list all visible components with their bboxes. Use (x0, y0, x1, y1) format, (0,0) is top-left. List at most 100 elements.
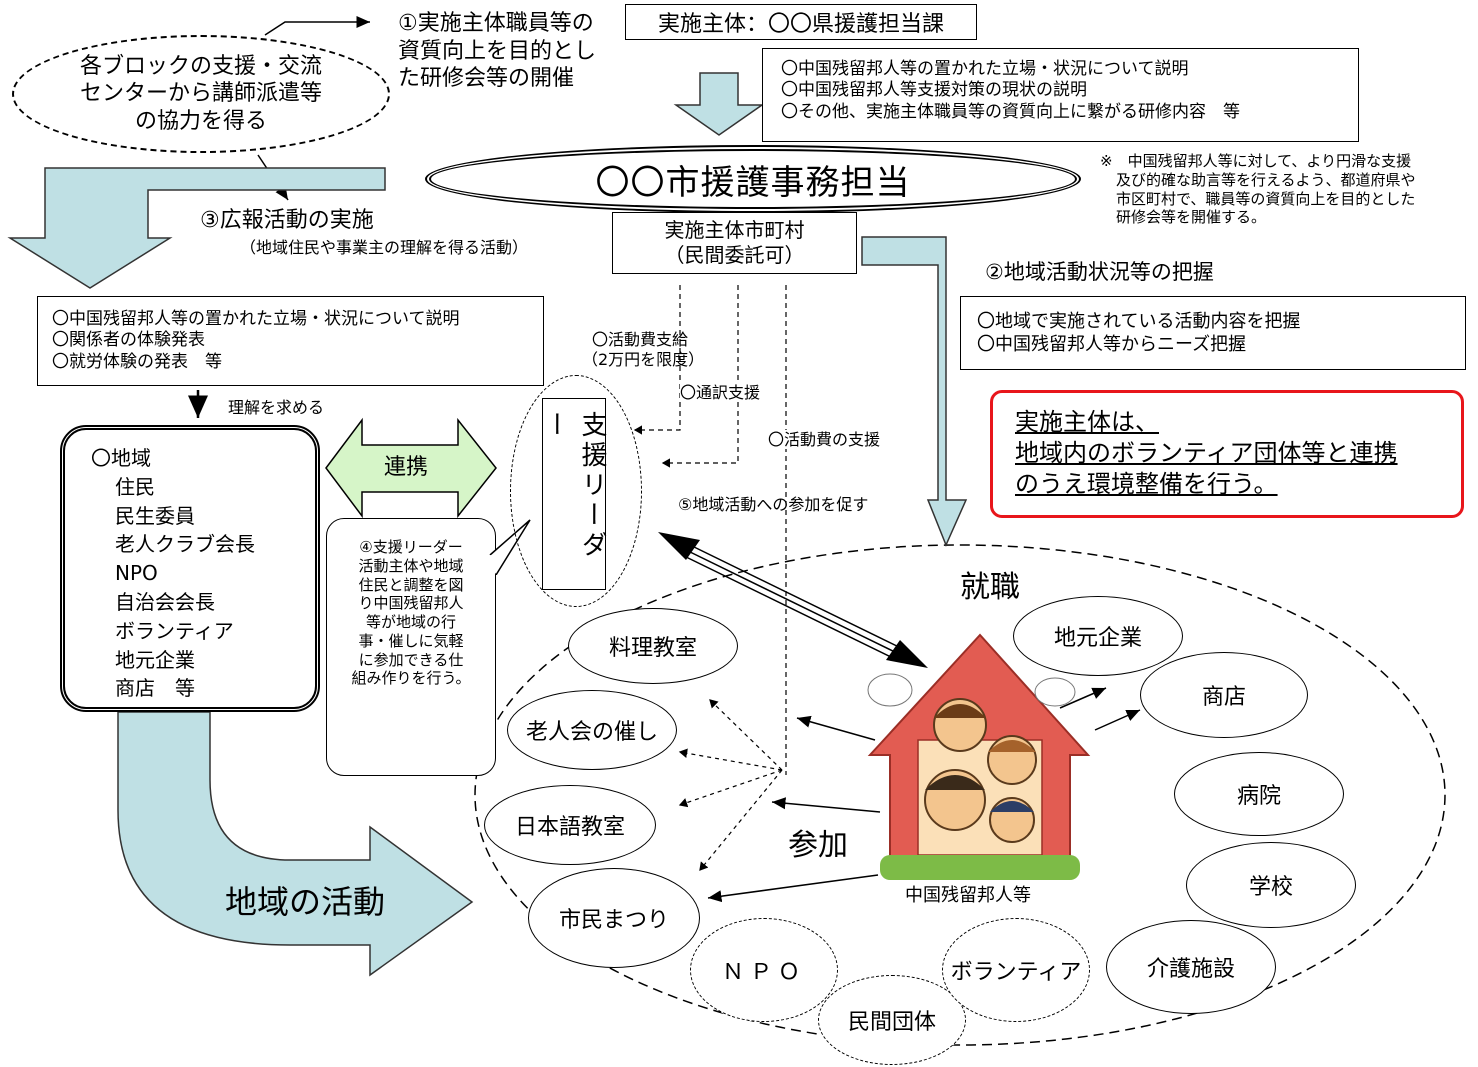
step2-item: 〇中国残留邦人等からニーズ把握 (977, 333, 1247, 355)
fee-line-text: （2万円を限度） (582, 350, 705, 369)
regional-activities-label: 地域の活動 (225, 883, 386, 921)
regional-activity-arrow (117, 711, 474, 977)
pr-item: 〇就労体験の発表 等 (52, 351, 222, 372)
activity-label: 老人会の催し (525, 720, 658, 745)
workplace-label: 病院 (1236, 784, 1281, 809)
community-box: 〇地域 住民 民生委員 老人クラブ会長 NPO 自治会会長 ボランティア 地元企… (60, 425, 320, 712)
step1-line: 資質向上を目的とし (398, 38, 597, 64)
interp-line (661, 285, 739, 468)
step4-line: 等が地域の行 (365, 613, 456, 631)
note-line: 及び的確な助言等を行えるよう、都道府県や (1116, 170, 1416, 189)
workplace-label: 学校 (1248, 875, 1293, 900)
step4-line: に参加できる仕 (358, 650, 464, 669)
implementer-label: 実施主体：〇〇県援護担当課 (657, 12, 944, 37)
workplace-label: 商店 (1201, 685, 1246, 710)
workplace-school: 学校 (1186, 842, 1356, 928)
step3-subtitle: （地域住民や事業主の理解を得る活動） (240, 238, 529, 257)
down-arrow-top (673, 72, 765, 136)
interpretation-label: 〇通訳支援 (680, 383, 761, 403)
workplace-label: 介護施設 (1146, 957, 1235, 982)
redbox-line: 地域内のボランティア団体等と連携 (1015, 439, 1398, 468)
community-item: 〇地域 (91, 446, 151, 470)
participation-label: 参加 (788, 828, 848, 863)
step2-item: 〇地域で実施されている活動内容を把握 (977, 311, 1301, 332)
workplace-store: 商店 (1140, 652, 1308, 738)
understanding-label: 理解を求める (228, 398, 325, 417)
community-item: 老人クラブ会長 (115, 532, 255, 557)
leader-box: 支援リーダー (540, 398, 607, 590)
city-office-label: 〇〇市援護事務担当 (595, 162, 911, 203)
implementer-box: 実施主体：〇〇県援護担当課 (625, 4, 977, 40)
step1-line: ①実施主体職員等の (398, 11, 594, 36)
org-label: 民間団体 (847, 1010, 936, 1035)
community-item: 住民 (115, 474, 155, 499)
community-item: 地元企業 (115, 647, 195, 672)
implementer-note-redbox: 実施主体は、 地域内のボランティア団体等と連携 のうえ環境整備を行う。 (990, 390, 1464, 518)
activity-label: 料理教室 (608, 636, 697, 661)
redbox-line: 実施主体は、 (1015, 408, 1159, 436)
step5-label: ⑤地域活動への参加を促す (678, 495, 869, 514)
pr-items-box: 〇中国残留邦人等の置かれた立場・状況について説明 〇関係者の体験発表 〇就労体験… (37, 296, 544, 386)
activity-cooking-class: 料理教室 (568, 608, 738, 684)
step1-training: ①実施主体職員等の 資質向上を目的とし た研修会等の開催 (398, 10, 596, 93)
step4-line: 組み作りを行う。 (351, 669, 471, 688)
org-label: ＮＰＯ (721, 960, 806, 985)
community-item: 民生委員 (115, 503, 195, 528)
cloud-line: センターから講師派遣等 (79, 81, 322, 107)
step3-title: ③広報活動の実施 (200, 208, 374, 233)
right-bent-arrow (861, 236, 968, 547)
leader-dashed-ellipse (510, 375, 642, 607)
step4-bubble (326, 518, 496, 776)
org-private: 民間団体 (818, 975, 966, 1065)
workplace-care-facility: 介護施設 (1106, 920, 1276, 1014)
step4-line: 活動主体や地域 (358, 556, 464, 575)
note-line: 市区町村で、職員等の資質向上を目的とした (1116, 189, 1416, 208)
note-line: ※ 中国残留邦人等に対して、より円滑な支援 (1100, 152, 1412, 170)
pr-item: 〇中国残留邦人等の置かれた立場・状況について説明 (52, 309, 460, 329)
step4-line: ④支援リーダー (359, 538, 463, 556)
step4-line: り中国残留邦人 (358, 594, 464, 613)
training-item: 〇中国残留邦人等支援対策の現状の説明 (781, 80, 1087, 101)
municipality-line: （民間委託可） (664, 243, 805, 267)
training-item: 〇中国残留邦人等の置かれた立場・状況について説明 (781, 59, 1189, 79)
workplace-label: 地元企業 (1053, 626, 1142, 651)
step2-box: 〇地域で実施されている活動内容を把握 〇中国残留邦人等からニーズ把握 (960, 296, 1466, 370)
training-note: ※ 中国残留邦人等に対して、より円滑な支援 及び的確な助言等を行えるよう、都道府… (1100, 152, 1416, 227)
community-item: NPO (115, 561, 158, 586)
community-item: 商店 等 (115, 676, 195, 701)
participation-double-arrow (658, 532, 928, 668)
municipality-line: 実施主体市町村 (664, 218, 805, 242)
step4-line: 事・催しに気軽 (358, 631, 464, 650)
step4-line: 住民と調整を図 (358, 575, 464, 594)
cooperation-label: 連携 (384, 455, 429, 480)
residents-house-illustration (867, 633, 1091, 880)
step2-title: ②地域活動状況等の把握 (985, 260, 1214, 284)
activity-japanese-class: 日本語教室 (484, 785, 656, 865)
leader-label: 支援リーダー (540, 411, 607, 561)
cloud-line: 各ブロックの支援・交流 (79, 53, 322, 79)
redbox-line: のうえ環境整備を行う。 (1015, 470, 1278, 499)
cooperation-arrow (325, 417, 497, 519)
org-volunteer: ボランティア (942, 918, 1090, 1022)
community-item: 自治会会長 (115, 589, 215, 614)
fee-line-text: 〇活動費支給 (592, 330, 689, 349)
org-label: ボランティア (950, 960, 1082, 985)
community-item: ボランティア (115, 618, 234, 643)
lecturer-dispatch-cloud: 各ブロックの支援・交流 センターから講師派遣等 の協力を得る (12, 35, 390, 153)
training-items-box: 〇中国残留邦人等の置かれた立場・状況について説明 〇中国残留邦人等支援対策の現状… (762, 48, 1359, 142)
residents-label: 中国残留邦人等 (905, 885, 1031, 906)
note-line: 研修会等を開催する。 (1116, 208, 1267, 227)
city-office-ellipse: 〇〇市援護事務担当 (425, 145, 1081, 213)
activity-fee-label: 〇活動費支給 （2万円を限度） (582, 330, 704, 370)
workplace-local-company: 地元企業 (1013, 596, 1183, 676)
activity-label: 市民まつり (558, 908, 669, 933)
employment-label: 就職 (960, 570, 1020, 605)
workplace-hospital: 病院 (1174, 752, 1344, 836)
activity-elders-event: 老人会の催し (507, 690, 677, 770)
org-npo: ＮＰＯ (690, 918, 838, 1022)
fee-line (633, 285, 681, 435)
community-ellipse (474, 544, 1446, 1046)
activity-festival: 市民まつり (528, 868, 700, 968)
activity-label: 日本語教室 (514, 815, 625, 840)
